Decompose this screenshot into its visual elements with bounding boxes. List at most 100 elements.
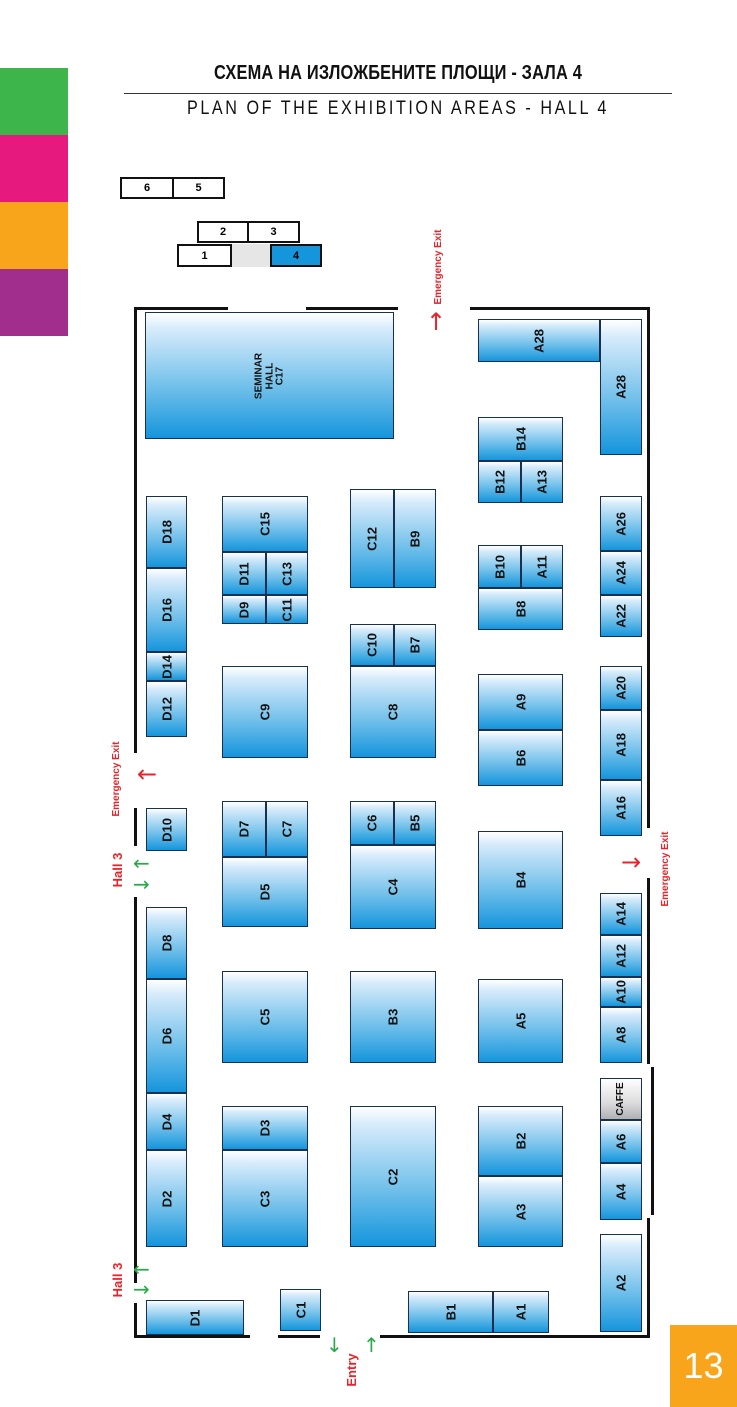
hall-box-5: 5 (172, 177, 225, 199)
stand-d10[interactable]: D10 (146, 808, 187, 851)
stand-b12[interactable]: B12 (478, 461, 521, 503)
stand-d11[interactable]: D11 (222, 552, 266, 595)
stand-a9[interactable]: A9 (478, 674, 563, 730)
stand-a24[interactable]: A24 (600, 551, 642, 595)
exit-arrow-up-icon: ↑ (426, 308, 447, 336)
hall3-arrow-right-icon: → (133, 872, 150, 896)
stand-seminar-hall-c17[interactable]: SEMINAR HALL C17 (145, 312, 394, 439)
hall3-arrow-left-icon: ← (133, 851, 150, 875)
stand-b5[interactable]: B5 (394, 801, 436, 845)
page-title-en: PLAN OF THE EXHIBITION AREAS - HALL 4 (187, 98, 609, 119)
stand-b1[interactable]: B1 (408, 1291, 493, 1333)
stand-a20[interactable]: A20 (600, 666, 642, 710)
stand-b2[interactable]: B2 (478, 1106, 563, 1176)
stand-b4[interactable]: B4 (478, 831, 563, 929)
stand-d2[interactable]: D2 (146, 1150, 187, 1247)
stand-c11[interactable]: C11 (266, 595, 308, 624)
stand-a26[interactable]: A26 (600, 496, 642, 551)
stand-c1[interactable]: C1 (280, 1289, 321, 1331)
stand-c5[interactable]: C5 (222, 971, 308, 1063)
page-number: 13 (670, 1325, 737, 1407)
stand-c6[interactable]: C6 (350, 801, 394, 845)
stand-b10[interactable]: B10 (478, 545, 521, 588)
hall3-lower-label: Hall 3 (110, 1262, 125, 1298)
stand-a5[interactable]: A5 (478, 979, 563, 1063)
wall-bottom-right (380, 1335, 650, 1338)
stand-a13[interactable]: A13 (521, 461, 563, 503)
stand-b8[interactable]: B8 (478, 588, 563, 630)
stand-c7[interactable]: C7 (266, 801, 308, 857)
exit-arrow-right-icon: → (621, 848, 642, 876)
hall-box-4: 4 (270, 244, 322, 267)
stand-a22[interactable]: A22 (600, 595, 642, 637)
hall3-lower-arrow-left-icon: ← (133, 1257, 150, 1281)
stand-a11[interactable]: A11 (521, 545, 563, 588)
stand-a3[interactable]: A3 (478, 1176, 563, 1247)
stand-a14[interactable]: A14 (600, 893, 642, 935)
color-tab-orange (0, 202, 68, 269)
stand-caffe[interactable]: CAFFE (600, 1078, 642, 1120)
wall-top-far-right (470, 307, 650, 310)
wall-left-upper (134, 307, 137, 753)
stand-c13[interactable]: C13 (266, 552, 308, 595)
stand-b6[interactable]: B6 (478, 730, 563, 786)
stand-c3[interactable]: C3 (222, 1150, 308, 1247)
stand-d7[interactable]: D7 (222, 801, 266, 857)
hall3-lower-arrow-right-icon: → (133, 1277, 150, 1301)
stand-b3[interactable]: B3 (350, 971, 436, 1063)
stand-d4[interactable]: D4 (146, 1093, 187, 1150)
stand-d1[interactable]: D1 (146, 1300, 244, 1335)
color-tab-magenta (0, 135, 68, 202)
wall-right-bottom (647, 1218, 650, 1335)
stand-a28-horizontal[interactable]: A28 (478, 319, 600, 362)
wall-right-lower (647, 878, 650, 1064)
stand-c12[interactable]: C12 (350, 489, 394, 588)
stand-b9[interactable]: B9 (394, 489, 436, 588)
hall-box-1: 1 (177, 244, 232, 267)
stand-a8[interactable]: A8 (600, 1007, 642, 1063)
stand-c15[interactable]: C15 (222, 496, 308, 552)
stand-a10[interactable]: A10 (600, 977, 642, 1007)
hall-box-2: 2 (197, 221, 249, 243)
stand-d6[interactable]: D6 (146, 979, 187, 1093)
stand-a2[interactable]: A2 (600, 1234, 642, 1332)
entry-arrow-up-icon: ↑ (363, 1333, 380, 1357)
stand-d18[interactable]: D18 (146, 496, 187, 568)
stand-a28-vertical[interactable]: A28 (600, 319, 642, 455)
stand-a12[interactable]: A12 (600, 935, 642, 977)
color-tab-green (0, 68, 68, 135)
stand-d5[interactable]: D5 (222, 857, 308, 927)
entry-label: Entry (344, 1353, 359, 1387)
emergency-exit-right-label: Emergency Exit (660, 831, 671, 907)
wall-bottom-left (134, 1335, 250, 1338)
stand-c10[interactable]: C10 (350, 624, 394, 666)
stand-b7[interactable]: B7 (394, 624, 436, 666)
stand-c2[interactable]: C2 (350, 1106, 436, 1247)
stand-c9[interactable]: C9 (222, 666, 308, 758)
wall-right-upper (647, 307, 650, 828)
title-divider (124, 93, 672, 94)
stand-a16[interactable]: A16 (600, 780, 642, 836)
hall-box-6: 6 (120, 177, 174, 199)
emergency-exit-top-label: Emergency Exit (433, 229, 444, 305)
stand-d14[interactable]: D14 (146, 652, 187, 681)
color-tab-purple (0, 269, 68, 336)
stand-d16[interactable]: D16 (146, 568, 187, 652)
stand-d9[interactable]: D9 (222, 595, 266, 624)
stand-b14[interactable]: B14 (478, 417, 563, 461)
wall-right-caffe (651, 1067, 654, 1215)
hall-box-3: 3 (247, 221, 300, 243)
wall-left-mid (134, 808, 137, 846)
stand-c4[interactable]: C4 (350, 845, 436, 929)
stand-a18[interactable]: A18 (600, 710, 642, 780)
stand-c8[interactable]: C8 (350, 666, 436, 758)
entry-arrow-down-icon: ↓ (326, 1333, 343, 1357)
wall-bottom-mid (278, 1335, 320, 1338)
stand-d3[interactable]: D3 (222, 1106, 308, 1150)
stand-d12[interactable]: D12 (146, 681, 187, 737)
wall-left-bottom (134, 1303, 137, 1338)
stand-a1[interactable]: A1 (493, 1291, 549, 1333)
stand-a4[interactable]: A4 (600, 1163, 642, 1220)
stand-a6[interactable]: A6 (600, 1120, 642, 1163)
stand-d8[interactable]: D8 (146, 907, 187, 979)
